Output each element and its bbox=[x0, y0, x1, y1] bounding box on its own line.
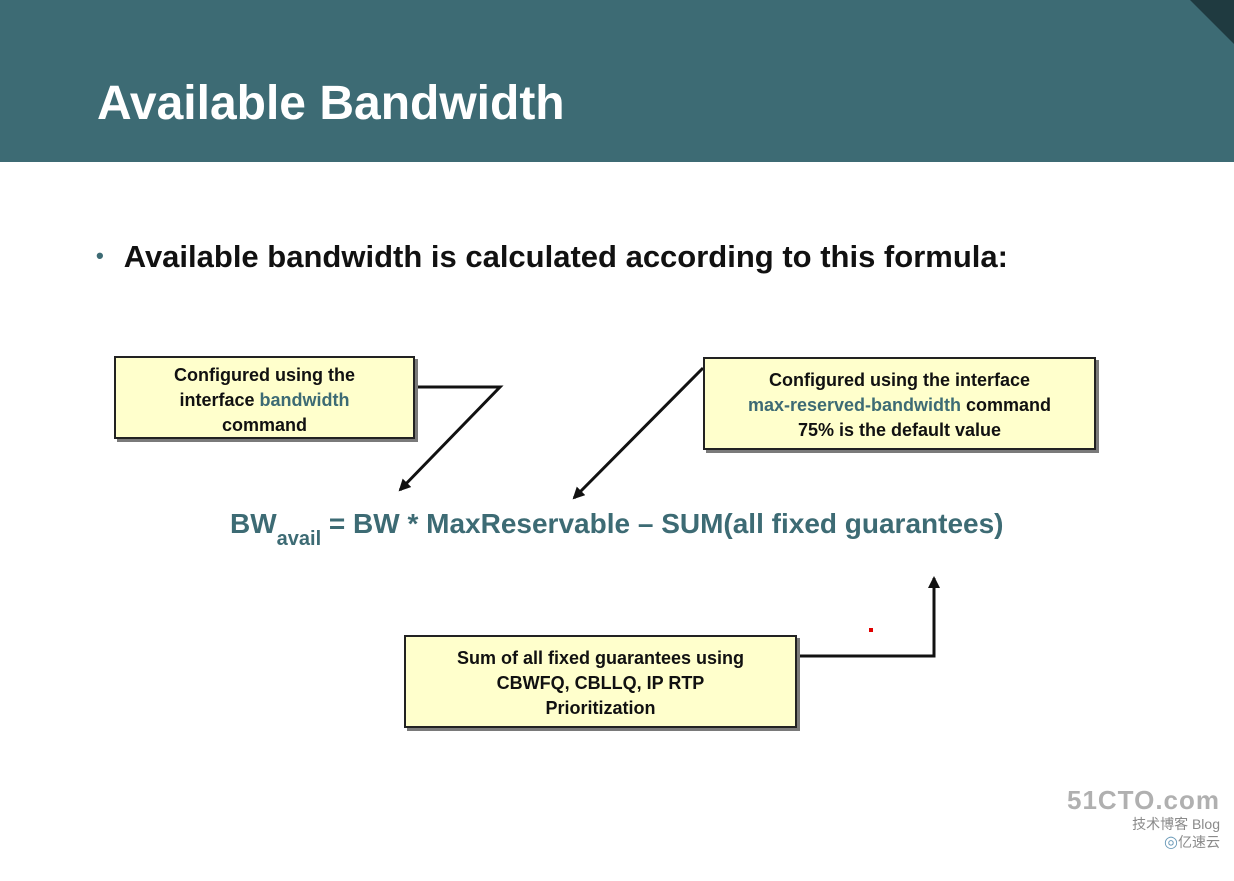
note-bandwidth-line2: interface bandwidth bbox=[116, 388, 413, 413]
watermark: 51CTO.com 技术博客 Blog ◎亿速云 bbox=[1067, 786, 1220, 851]
watermark-brand: 51CTO.com bbox=[1066, 785, 1220, 815]
note-bandwidth-line3: command bbox=[221, 415, 308, 435]
keyword-bandwidth: bandwidth bbox=[259, 390, 350, 410]
bandwidth-formula: BWavail = BW * MaxReservable – SUM(all f… bbox=[230, 500, 1004, 563]
note-max-line1: Configured using the interface bbox=[768, 370, 1031, 390]
watermark-yisu-text: 亿速云 bbox=[1178, 834, 1220, 850]
formula-rhs: = BW * MaxReservable – SUM(all fixed gua… bbox=[321, 508, 1004, 539]
bullet-item: • Available bandwidth is calculated accor… bbox=[96, 237, 1008, 280]
note-max-line2: max-reserved-bandwidth command bbox=[705, 393, 1094, 418]
bullet-text: Available bandwidth is calculated accord… bbox=[123, 239, 1008, 274]
note-max-line2-text: command bbox=[961, 395, 1052, 415]
watermark-sub: 技术博客 Blog bbox=[1067, 816, 1220, 832]
arrow-bandwidth-to-bw bbox=[398, 385, 504, 492]
formula-subscript: avail bbox=[276, 528, 322, 550]
note-max-reserved-bandwidth: Configured using the interface max-reser… bbox=[703, 357, 1096, 450]
arrow-max-to-maxreservable bbox=[572, 366, 705, 500]
yisu-logo-icon: ◎ bbox=[1164, 834, 1178, 851]
note-sum-fixed-guarantees: Sum of all fixed guarantees using CBWFQ,… bbox=[404, 635, 797, 728]
note-max-line3: 75% is the default value bbox=[797, 420, 1002, 440]
note-sum-line2: CBWFQ, CBLLQ, IP RTP bbox=[496, 673, 705, 693]
slide-header bbox=[0, 0, 1234, 162]
arrow-sum-to-guarantees bbox=[797, 576, 940, 658]
formula-lhs: BW bbox=[230, 508, 277, 539]
note-bandwidth-command: Configured using the interface bandwidth… bbox=[114, 356, 415, 439]
keyword-max-reserved-bandwidth: max-reserved-bandwidth bbox=[747, 395, 962, 415]
watermark-blog: Blog bbox=[1191, 816, 1220, 832]
slide-title: Available Bandwidth bbox=[97, 77, 565, 130]
stray-red-dot bbox=[869, 628, 873, 632]
watermark-yisu: ◎亿速云 bbox=[1067, 834, 1220, 851]
header-corner-decoration bbox=[1190, 0, 1234, 44]
note-sum-line3: Prioritization bbox=[545, 698, 656, 718]
watermark-blog-cn: 技术博客 bbox=[1132, 816, 1189, 832]
bullet-dot-icon: • bbox=[96, 243, 104, 268]
note-sum-line1: Sum of all fixed guarantees using bbox=[456, 648, 745, 668]
note-bandwidth-line2-text: interface bbox=[179, 390, 260, 410]
note-bandwidth-line1: Configured using the bbox=[174, 365, 355, 385]
